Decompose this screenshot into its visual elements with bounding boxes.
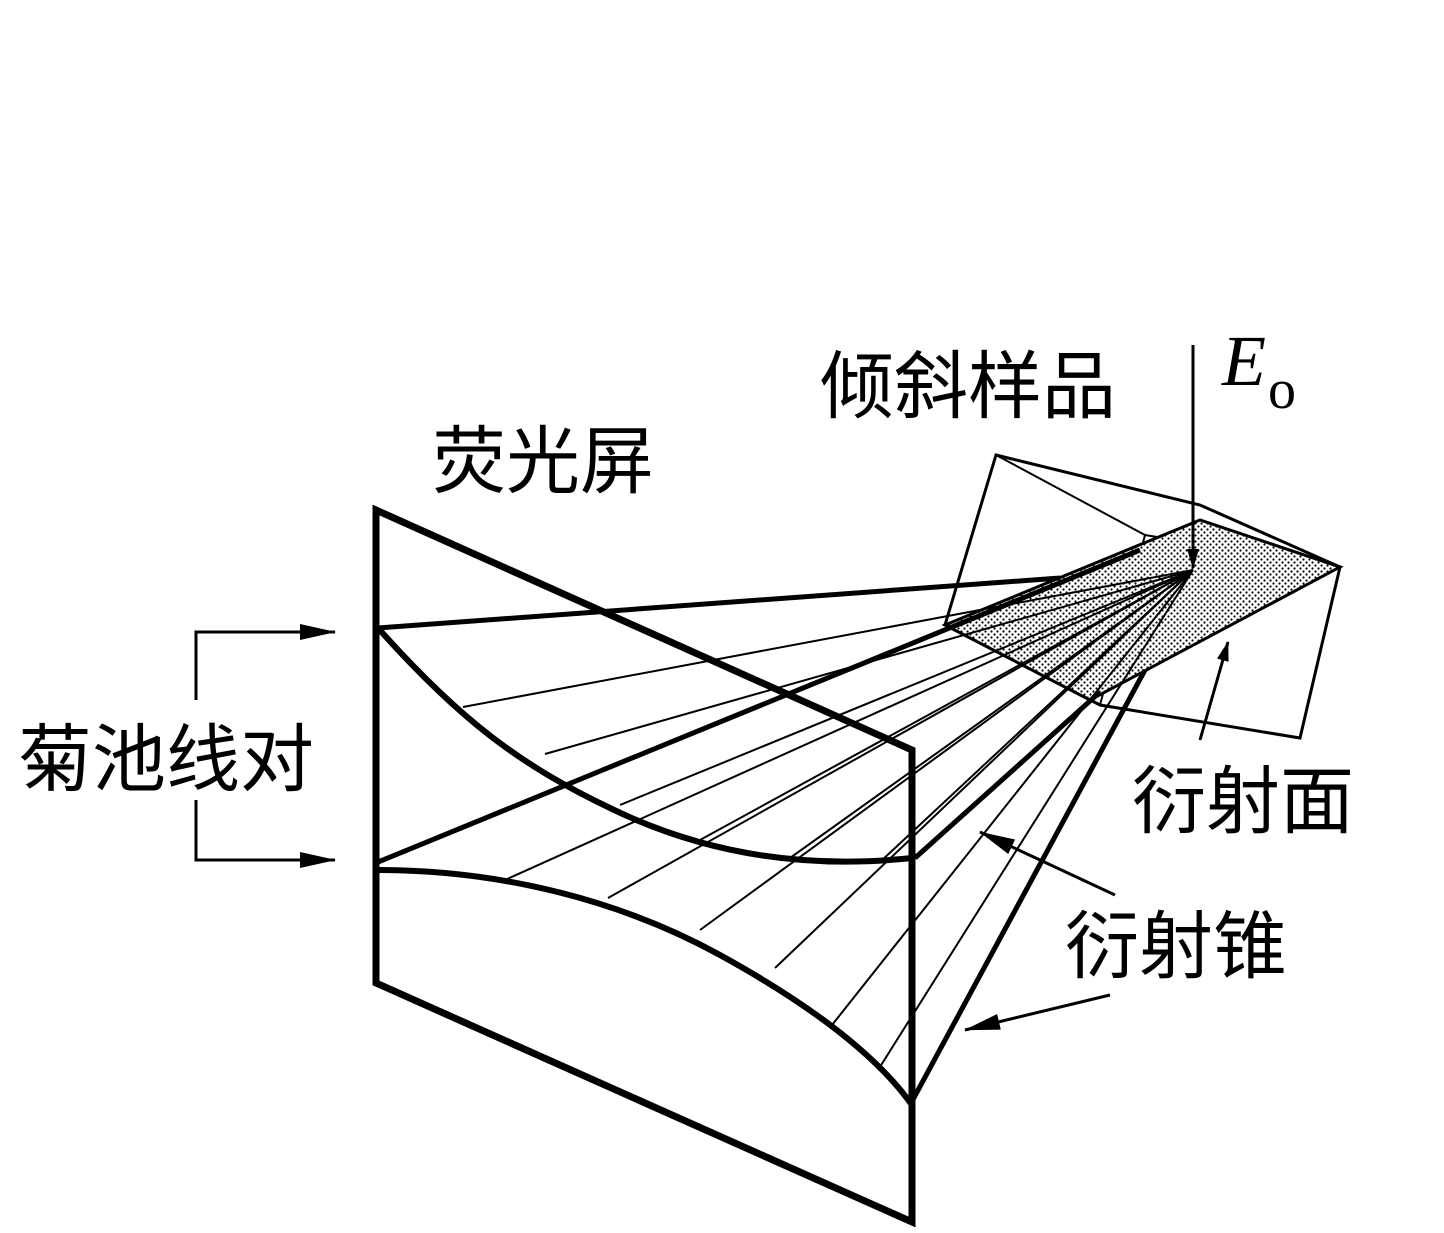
diffraction-cone-pointer-lower — [964, 993, 1111, 1032]
label-fluorescent-screen: 荧光屏 — [432, 419, 654, 505]
diffraction-plane-pointer — [1198, 641, 1230, 741]
label-kikuchi-pair: 菊池线对 — [18, 717, 314, 803]
label-tilted-sample: 倾斜样品 — [820, 344, 1116, 430]
kikuchi-line-upper — [375, 626, 913, 865]
label-beam-energy: E — [1221, 321, 1266, 401]
diffraction-plane-shaded — [941, 518, 1344, 702]
cone-edge-middle — [377, 547, 1141, 865]
cone-edge-lower — [913, 690, 1102, 860]
sample-box-diagonal-1 — [995, 454, 1146, 536]
kikuchi-line-lower — [377, 867, 915, 1107]
fluorescent-screen — [372, 504, 916, 1228]
cone-edges — [377, 547, 1148, 1107]
cone-edge-bottom — [907, 668, 1148, 1107]
label-diffraction-cone: 衍射锥 — [1065, 904, 1287, 990]
label-diffraction-plane: 衍射面 — [1132, 759, 1354, 845]
kikuchi-pair-bracket — [194, 624, 336, 868]
diffraction-cone-pointer-upper — [979, 830, 1116, 897]
label-beam-subscript: o — [1268, 359, 1296, 421]
cone-edge-upper — [377, 575, 1061, 631]
